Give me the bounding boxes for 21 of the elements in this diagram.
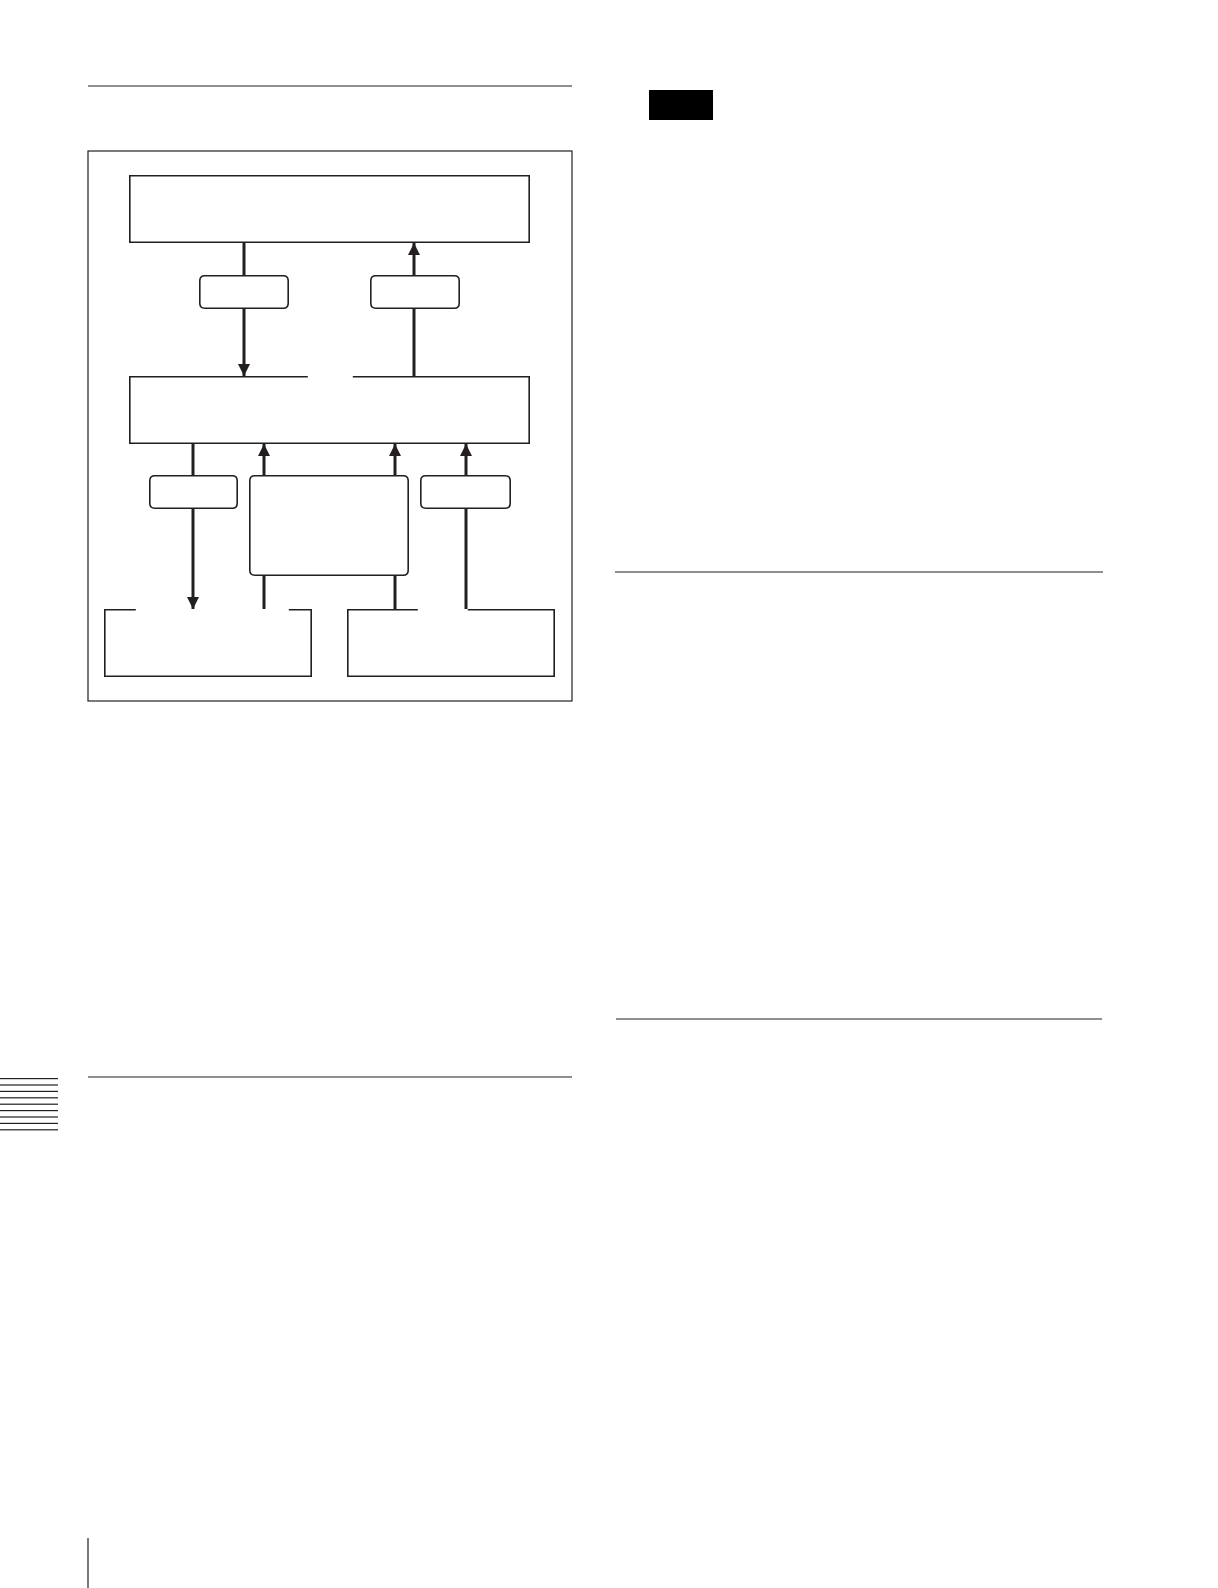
connector-line bbox=[262, 576, 266, 609]
empty-box bbox=[149, 475, 238, 509]
empty-box bbox=[199, 275, 289, 309]
empty-box bbox=[370, 275, 460, 309]
empty-box bbox=[420, 475, 511, 509]
empty-box bbox=[347, 609, 555, 677]
connector-line bbox=[393, 576, 397, 609]
connector-line bbox=[464, 509, 468, 609]
arrow bbox=[389, 444, 401, 475]
empty-box bbox=[129, 175, 530, 243]
empty-box bbox=[249, 475, 409, 576]
arrow bbox=[408, 243, 420, 275]
empty-box bbox=[129, 376, 530, 444]
connector-line bbox=[412, 309, 416, 376]
connector-line bbox=[191, 444, 195, 475]
arrow bbox=[460, 444, 472, 475]
arrow bbox=[258, 444, 270, 475]
empty-box bbox=[104, 609, 312, 677]
arrow bbox=[238, 309, 250, 376]
arrow bbox=[187, 509, 199, 609]
connector-line bbox=[242, 243, 246, 275]
